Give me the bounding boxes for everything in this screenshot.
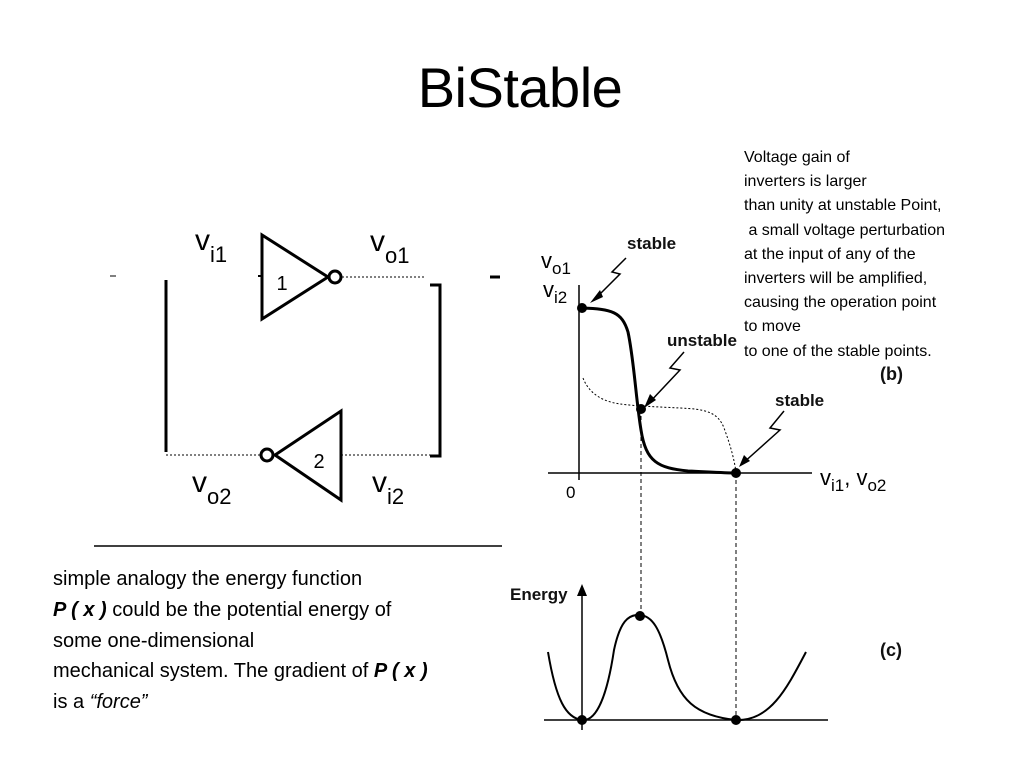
vtc-curve-inverter-1 [581,306,737,475]
analogy-line-4: mechanical system. The gradient of P ( x… [53,656,553,687]
gain-note: Voltage gain of inverters is larger than… [744,146,1014,364]
y-sub-1: o1 [552,259,571,278]
energy-min-right [731,715,741,725]
y-main-1: v [541,248,552,273]
gate-2-label: 2 [313,451,324,473]
analogy-line-1: simple analogy the energy function [53,568,363,590]
energy-axis-arrowhead [577,584,587,596]
x-sep: , [844,465,856,490]
inverter-1 [260,232,331,322]
inverter-2-bubble [259,447,275,463]
inverter-1-bubble [327,269,343,285]
vo2-main: v [192,466,207,499]
vo1-main: v [370,225,385,258]
unstable-label: unstable [667,331,737,350]
vo2-label: vo2 [192,466,231,509]
energy-axis-label: Energy [510,585,568,604]
vtc-arrowheads [590,290,750,467]
vi2-sub: i2 [387,484,404,509]
pointer-unstable [647,351,685,405]
stable-point-low [731,468,741,478]
x-sub-a: i1 [831,476,844,495]
y-sub-2: i2 [554,288,567,307]
energy-max [635,611,645,621]
note-line: inverters will be amplified, [744,270,928,288]
note-line: inverters is larger [744,173,867,191]
energy-curve [547,613,807,722]
analogy-line-5: is a “force” [53,687,553,718]
note-line: to move [744,318,801,336]
stable-label-top: stable [627,234,676,253]
analogy-line-5-start: is a [53,691,90,714]
pointer-stable-bottom [741,410,785,465]
analogy-line-2: P ( x ) could be the potential energy of [53,595,553,626]
panel-b-label: (b) [880,364,903,384]
gate-1-label: 1 [276,273,287,295]
panel-c-label: (c) [880,640,902,660]
vtc-x-label: vi1, vo2 [820,465,886,495]
force-term: “force” [89,691,148,714]
vi2-main: v [372,466,387,499]
slide-title: BiStable [417,56,623,119]
vi1-label: vi1 [195,224,227,267]
arrowhead [739,455,750,467]
vtc-origin-label: 0 [566,483,575,502]
x-main-a: v [820,465,831,490]
vo1-sub: o1 [385,243,409,268]
note-line: causing the operation point [744,294,937,312]
vi2-label: vi2 [372,466,404,509]
note-line: Voltage gain of [744,149,850,166]
analogy-line-2-rest: could be the potential energy of [106,598,392,621]
vtc-curve-inverter-2 [582,377,737,473]
vi1-main: v [195,224,210,257]
y-main-2: v [543,277,554,302]
x-sub-b: o2 [867,476,886,495]
stable-point-high [577,303,587,313]
vtc-plot [548,257,812,720]
analogy-line-4-start: mechanical system. The gradient of [53,660,374,683]
note-line: than unity at unstable Point, [744,197,942,215]
stable-label-bottom: stable [775,391,824,410]
px-term: P ( x ) [53,598,107,621]
right-wire [430,283,442,458]
unstable-point [636,404,646,414]
vo2-sub: o2 [207,484,231,509]
vtc-points [577,303,741,478]
px-term: P ( x ) [373,660,428,683]
inverter-loop-circuit [110,232,500,503]
analogy-line-3: some one-dimensional [53,629,255,652]
energy-min-left [577,715,587,725]
energy-plot [544,592,828,730]
vi1-sub: i1 [210,242,227,267]
arrowhead [590,290,603,303]
vo1-label: vo1 [370,225,409,268]
energy-analogy-text: simple analogy the energy function P ( x… [53,564,553,718]
vtc-y-label-vi2: vi2 [543,277,567,307]
note-line: to one of the stable points. [744,342,932,360]
pointer-stable-top [595,257,627,299]
vtc-y-label-vo1: vo1 [541,248,571,278]
note-line: at the input of any of the [744,245,916,263]
energy-points [577,611,741,725]
inverter-2 [272,408,343,503]
x-main-b: v [856,465,867,490]
note-line: a small voltage perturbation [744,221,945,239]
arrowhead [644,394,656,408]
